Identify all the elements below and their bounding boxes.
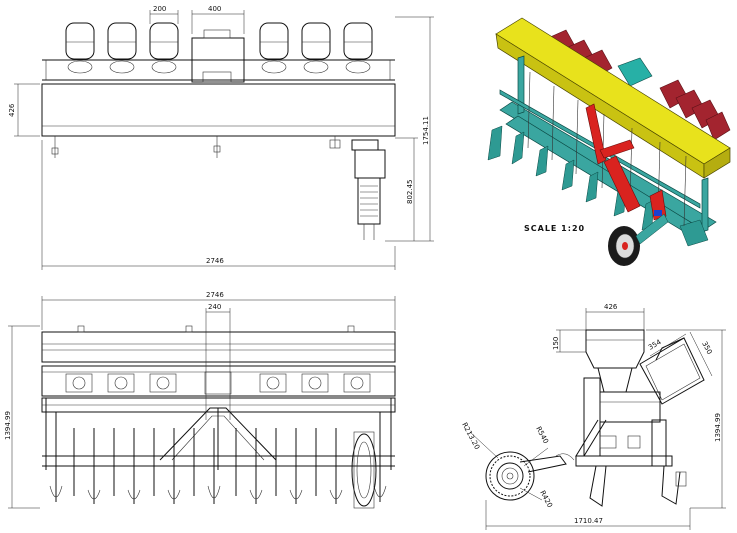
- yellow-hopper: [495, 17, 731, 179]
- wheel-assembly-top: [351, 139, 386, 240]
- dim-front-height: 1394.99: [4, 411, 12, 440]
- hopper-side: [585, 329, 645, 393]
- dimensions-top: 200 400 426 1754.11 802.45 2746: [8, 5, 434, 270]
- scale-label: SCALE 1:20: [524, 224, 585, 233]
- sprocket-wheel-side: [485, 451, 575, 501]
- blue-connector: [654, 210, 662, 216]
- metering-units-front: [41, 365, 396, 397]
- dim-wheel-offset: 802.45: [406, 180, 414, 205]
- fittings-top: [51, 136, 341, 158]
- main-frame-top: [41, 59, 396, 137]
- front-view: 2746 240 1394.99: [4, 291, 396, 509]
- dim-hopper-height: 426: [8, 103, 16, 117]
- dim-seed-spacing: 200: [153, 5, 166, 13]
- dimensions-side: 426 150 354 350 R213.20 R540 R420 1394.9…: [460, 303, 726, 530]
- dim-overall-height: 1754.11: [422, 116, 430, 145]
- frame-side: [575, 377, 673, 467]
- center-box-top: [191, 29, 245, 83]
- central-gearbox: [617, 57, 653, 87]
- dim-box-width: 400: [208, 5, 221, 13]
- ground-wheel-iso: [608, 213, 669, 266]
- top-view: 200 400 426 1754.11 802.45 2746: [8, 5, 434, 270]
- dim-tank-b: 350: [700, 340, 713, 356]
- dim-side-height: 1394.99: [714, 413, 722, 442]
- dim-side-hopper-depth: 150: [552, 337, 560, 350]
- red-drawbar: [585, 103, 667, 221]
- tine-tips: [49, 485, 387, 500]
- openers-side: [589, 465, 687, 507]
- hopper-knobs: [77, 325, 355, 333]
- tines-front: [55, 412, 381, 504]
- frame-front: [41, 397, 396, 470]
- furrow-openers: [487, 125, 709, 247]
- dim-side-length: 1710.47: [574, 517, 603, 525]
- dim-front-width: 2746: [206, 291, 224, 299]
- sprocket-front: [351, 431, 377, 509]
- side-view: 426 150 354 350 R213.20 R540 R420 1394.9…: [460, 303, 726, 530]
- tilted-tank: [639, 337, 705, 405]
- dim-wheel-r1: R540: [534, 425, 550, 445]
- seed-hoppers-top: [65, 22, 373, 74]
- dimensions-front: 2746 240 1394.99: [4, 291, 396, 509]
- isometric-view: SCALE 1:20: [487, 17, 731, 266]
- dim-sprocket-radius: R213.20: [460, 421, 481, 451]
- dim-overall-width: 2746: [206, 257, 224, 265]
- dim-center-gap: 240: [208, 303, 221, 311]
- dim-side-hopper-width: 426: [604, 303, 618, 311]
- hopper-front: [41, 331, 396, 363]
